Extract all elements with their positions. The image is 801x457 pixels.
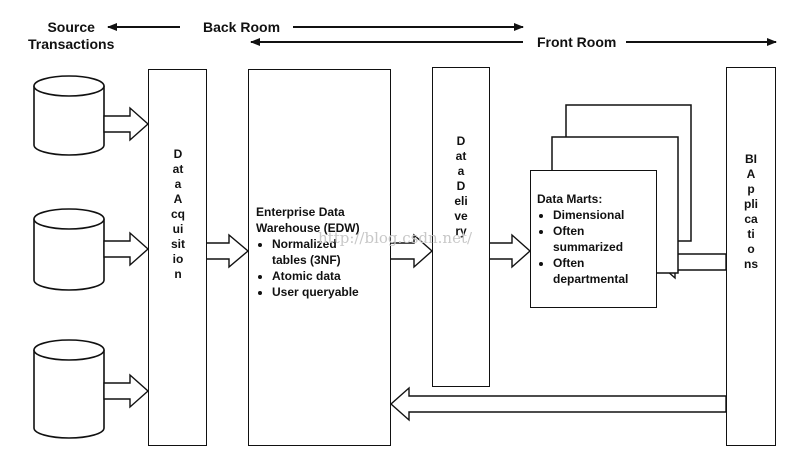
data-marts-block [530,170,657,308]
data-marts-bullet: Often departmental [553,255,655,287]
bi-applications-label: BI Applications [744,152,759,271]
source-to-acquisition-arrow [103,231,150,267]
edw-bullet-list: Normalized tables (3NF) Atomic data User… [256,236,388,300]
edw-bullet-line: tables (3NF) [272,253,341,267]
watermark: http://blog.csdn.net/ [318,229,473,247]
source-transactions-label-line-2: Transactions [28,36,115,52]
source-database-icon [33,75,105,156]
data-marts-bullet-line: Often [553,256,585,270]
edw-title-line-2: Warehouse (EDW) [256,221,360,235]
source-database-icon [33,339,105,439]
edw-bullet: Normalized tables (3NF) [272,236,388,268]
edw-title-line-1: Enterprise Data [256,205,345,219]
source-database-icon [33,208,105,291]
data-delivery-block [432,67,490,387]
edw-bullet-line: User queryable [272,285,359,299]
acquisition-to-edw-arrow [205,233,250,269]
data-marts-bullet-line: departmental [553,272,629,286]
data-marts-bullet: Dimensional [553,207,655,223]
edw-block [248,69,391,446]
source-to-acquisition-arrow [103,373,150,409]
front-room-label: Front Room [537,34,617,50]
source-transactions-label-line-1: Source [47,19,95,35]
edw-bullet-line: Atomic data [272,269,341,283]
edw-to-delivery-arrow [389,233,434,269]
data-marts-bullet-line: summarized [553,240,624,254]
bi-applications-block [726,67,776,446]
data-acquisition-block [148,69,207,446]
data-marts-bullet-line: Dimensional [553,208,625,222]
data-delivery-label: Data Delivery [454,134,468,238]
data-marts-title: Data Marts: [537,192,603,206]
delivery-to-marts-arrow [488,233,532,269]
edw-description: Enterprise Data Warehouse (EDW) Normaliz… [256,204,388,300]
data-marts-bullet-line: Often [553,224,585,238]
back-room-label: Back Room [203,19,281,35]
edw-bullet: User queryable [272,284,388,300]
edw-bullet: Atomic data [272,268,388,284]
source-transactions-label: Source Transactions [28,19,114,53]
bi-to-edw-arrow [389,386,727,422]
data-marts-description: Data Marts: Dimensional Often summarized… [537,191,655,287]
data-marts-bullet-list: Dimensional Often summarized Often depar… [537,207,655,287]
edw-bullet-line: Normalized [272,237,337,251]
source-to-acquisition-arrow [103,106,150,142]
data-marts-bullet: Often summarized [553,223,655,255]
data-acquisition-label: Data Acquisition [171,147,186,281]
